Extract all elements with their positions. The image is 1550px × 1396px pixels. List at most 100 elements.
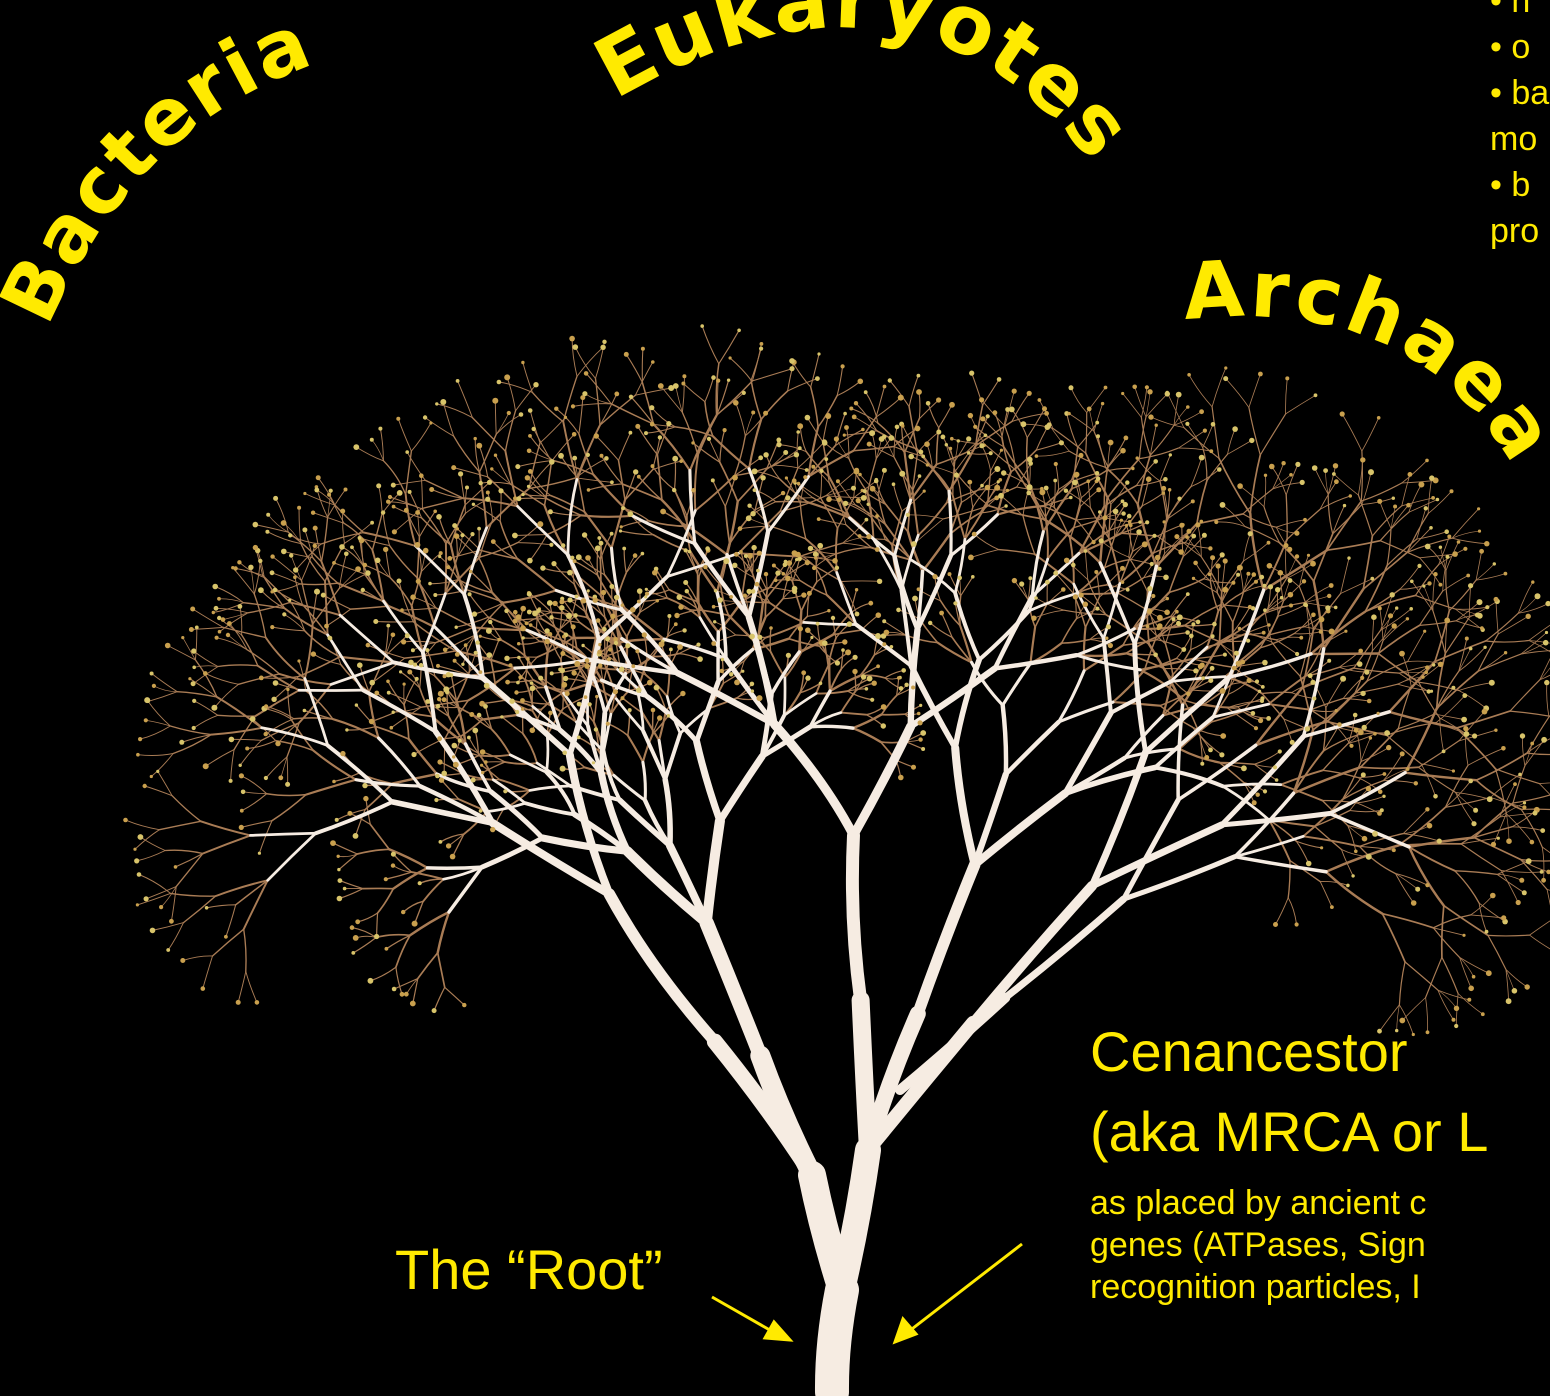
tree-bud: [1086, 479, 1090, 483]
tree-bud: [926, 401, 931, 406]
tree-bud: [1153, 653, 1158, 658]
tree-bud: [443, 648, 448, 653]
tree-branch: [973, 886, 1092, 1023]
tree-bud: [258, 852, 261, 855]
tree-bud: [476, 640, 480, 644]
tree-bud: [401, 910, 405, 914]
tree-bud: [971, 575, 975, 579]
tree-bud: [530, 728, 536, 734]
tree-twig: [1360, 846, 1396, 873]
tree-twig: [461, 474, 466, 505]
tree-bud: [1546, 870, 1550, 875]
tree-bud: [852, 669, 857, 674]
tree-bud: [843, 412, 847, 416]
tree-bud: [1028, 576, 1032, 580]
tree-bud: [1354, 728, 1359, 733]
tree-twig: [207, 905, 236, 908]
tree-bud: [455, 626, 458, 629]
tree-bud: [1377, 499, 1382, 504]
tree-twig: [625, 470, 653, 500]
tree-bud: [344, 488, 348, 492]
tree-bud: [1425, 459, 1429, 463]
tree-bud: [1136, 529, 1142, 535]
tree-branch: [530, 786, 571, 791]
tree-bud: [691, 441, 694, 444]
tree-bud: [980, 416, 985, 421]
tree-bud: [875, 514, 879, 518]
tree-bud: [786, 653, 791, 658]
tree-bud: [1266, 716, 1271, 721]
tree-bud: [137, 872, 142, 877]
tree-bud: [1369, 736, 1372, 739]
tree-bud: [769, 626, 773, 630]
tree-bud: [1072, 480, 1078, 486]
tree-bud: [1497, 837, 1500, 840]
tree-twig: [1260, 414, 1285, 455]
tree-bud: [429, 421, 432, 424]
tree-bud: [471, 778, 476, 783]
tree-twig: [1382, 914, 1433, 928]
tree-bud: [808, 546, 813, 551]
tree-bud: [621, 696, 625, 700]
tree-bud: [1519, 878, 1524, 883]
tree-twig: [1168, 501, 1193, 518]
tree-bud: [755, 582, 760, 587]
tree-twig: [730, 358, 751, 380]
tree-bud: [997, 377, 1002, 382]
tree-bud: [477, 527, 481, 531]
tree-bud: [1447, 535, 1451, 539]
tree-bud: [498, 488, 503, 493]
tree-bud: [454, 533, 460, 539]
tree-bud: [324, 624, 329, 629]
tree-bud: [229, 779, 233, 783]
tree-twig: [1486, 641, 1529, 643]
tree-bud: [1087, 407, 1092, 412]
tree-branch: [665, 780, 670, 846]
tree-bud: [1433, 794, 1438, 799]
tree-twig: [1362, 418, 1379, 451]
tree-bud: [811, 465, 815, 469]
tree-twig: [653, 466, 675, 490]
tree-bud: [641, 552, 645, 556]
tree-bud: [763, 411, 768, 416]
tree-bud: [570, 556, 574, 560]
tree-bud: [810, 636, 813, 639]
tree-twig: [818, 624, 821, 642]
tree-bud: [681, 382, 685, 386]
tree-bud: [1153, 459, 1158, 464]
tree-bud: [1429, 475, 1434, 480]
tree-bud: [237, 560, 241, 564]
tree-bud: [855, 612, 860, 617]
tree-bud: [1147, 389, 1152, 394]
tree-twig: [1228, 440, 1252, 454]
tree-bud: [1327, 594, 1331, 598]
tree-bud: [1196, 620, 1201, 625]
tree-twig: [1167, 487, 1191, 519]
tree-bud: [1099, 538, 1104, 543]
tree-twig: [821, 498, 838, 528]
tree-bud: [1261, 685, 1265, 689]
tree-twig: [1326, 679, 1343, 708]
tree-twig: [1513, 794, 1550, 803]
tree-bud: [494, 454, 497, 457]
tree-twig: [1036, 451, 1069, 456]
tree-bud: [1337, 722, 1342, 727]
tree-twig: [1264, 475, 1266, 506]
tree-bud: [966, 436, 971, 441]
tree-twig: [396, 935, 410, 967]
tree-branch: [842, 1150, 868, 1290]
tree-bud: [678, 604, 683, 609]
tree-bud: [392, 987, 397, 992]
tree-bud: [239, 764, 242, 767]
tree-bud: [255, 1000, 260, 1005]
tree-branch: [1223, 784, 1281, 786]
tree-bud: [1462, 693, 1467, 698]
tree-bud: [429, 487, 434, 492]
tree-bud: [1186, 592, 1190, 596]
tree-bud: [911, 686, 915, 690]
tree-bud: [1260, 696, 1264, 700]
tree-bud: [1251, 711, 1256, 716]
tree-bud: [1006, 489, 1009, 492]
tree-bud: [435, 774, 440, 779]
tree-bud: [480, 764, 483, 767]
